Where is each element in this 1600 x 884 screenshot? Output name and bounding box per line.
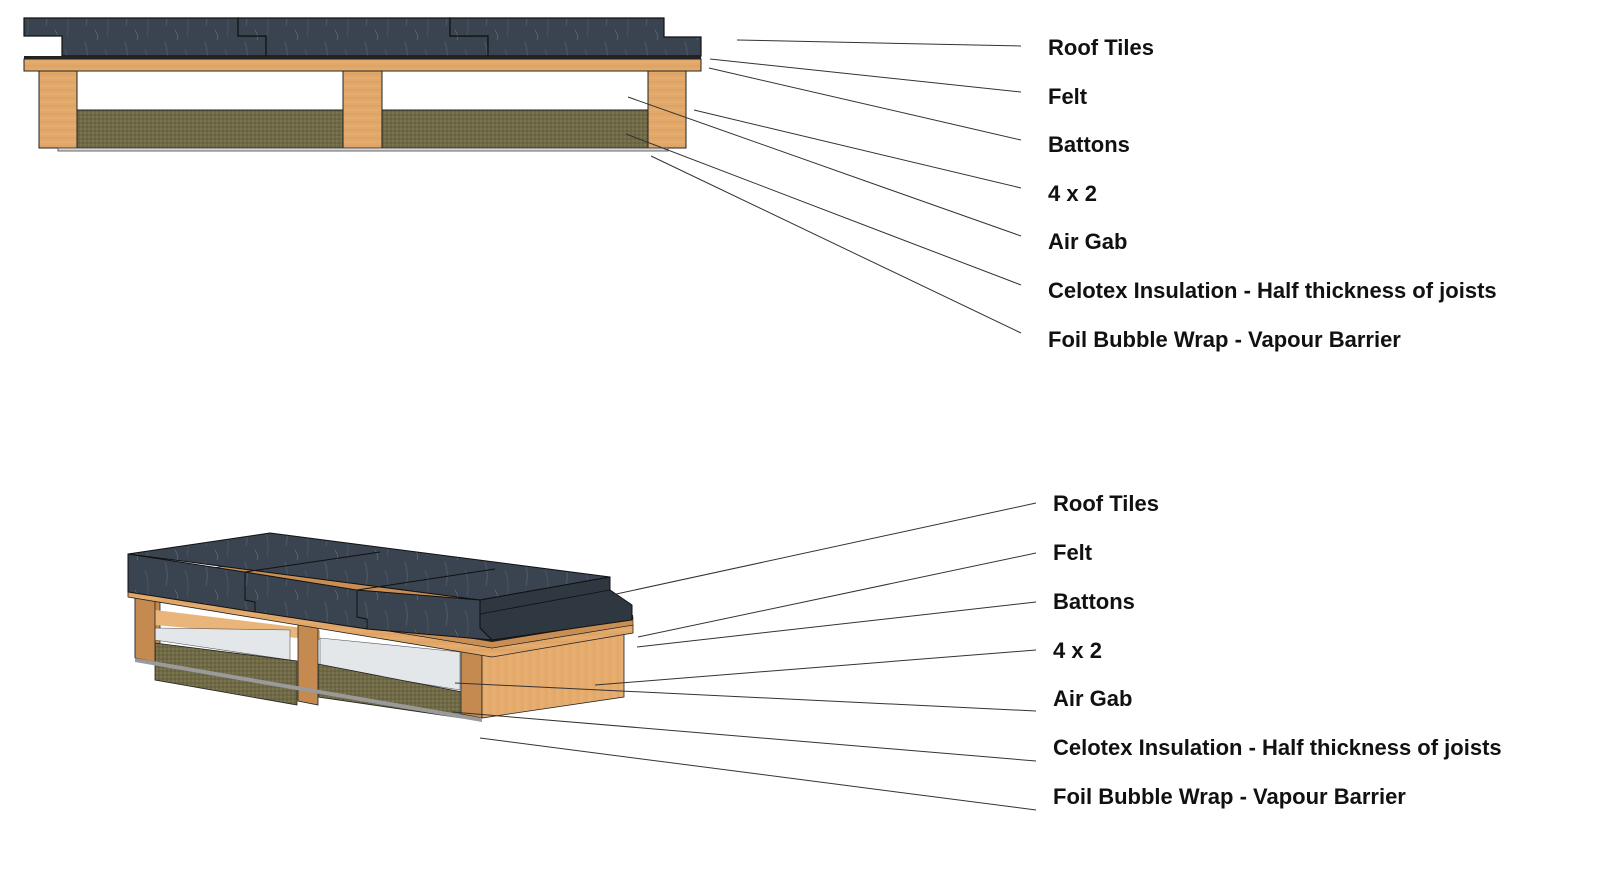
section-tile-1 — [23, 17, 267, 57]
iso-joist-1-front — [134, 597, 156, 663]
section-felt — [24, 56, 701, 59]
leader-line-battons — [708, 67, 1022, 141]
section-label-vapour-barrier: Foil Bubble Wrap - Vapour Barrier — [1048, 327, 1401, 352]
leader-line-4x2 — [693, 109, 1022, 189]
iso-vapour-barrier — [135, 658, 482, 722]
iso-air-gap-2 — [319, 637, 461, 691]
leader-line-vapour-barrier — [650, 155, 1022, 334]
section-label-battons: Battons — [1048, 132, 1130, 157]
iso-leader-line-vapour-barrier — [479, 737, 1037, 811]
section-insulation-right — [381, 109, 649, 149]
iso-label-roof-tiles: Roof Tiles — [1053, 491, 1159, 516]
iso-tile-step-edge — [479, 589, 611, 615]
section-joist-2 — [342, 70, 383, 149]
section-label-roof-tiles: Roof Tiles — [1048, 35, 1154, 60]
section-label-felt: Felt — [1048, 84, 1088, 109]
section-joist-1 — [38, 70, 78, 149]
section-tile-3 — [449, 17, 702, 57]
section-label-insulation: Celotex Insulation - Half thickness of j… — [1048, 278, 1497, 303]
iso-label-vapour-barrier: Foil Bubble Wrap - Vapour Barrier — [1053, 784, 1406, 809]
section-battons — [23, 58, 702, 72]
section-view — [23, 17, 702, 152]
iso-tile-joint-2 — [356, 568, 496, 591]
iso-leader-line-air-gap — [454, 682, 1037, 712]
iso-tile-joint-1 — [244, 551, 381, 573]
leader-line-felt — [709, 58, 1022, 93]
section-joist-3 — [647, 70, 687, 149]
section-leader-lines — [625, 39, 1022, 334]
iso-label-felt: Felt — [1053, 540, 1093, 565]
iso-leader-line-insulation — [451, 711, 1037, 762]
iso-label-insulation: Celotex Insulation - Half thickness of j… — [1053, 735, 1502, 760]
leader-line-air-gap — [627, 96, 1022, 237]
isometric-leader-lines — [451, 502, 1037, 811]
iso-leader-line-battons — [636, 601, 1037, 648]
iso-label-battons: Battons — [1053, 589, 1135, 614]
isometric-view — [127, 532, 634, 722]
section-label-air-gap: Air Gab — [1048, 229, 1128, 254]
iso-leader-line-4x2 — [594, 649, 1037, 686]
section-insulation-left — [76, 109, 344, 149]
leader-line-roof-tiles — [736, 39, 1022, 47]
section-roof-tiles — [23, 17, 702, 57]
iso-leader-line-roof-tiles — [606, 502, 1037, 597]
iso-label-air-gap: Air Gab — [1053, 686, 1133, 711]
section-label-4x2: 4 x 2 — [1048, 181, 1097, 206]
leader-line-insulation — [625, 133, 1022, 286]
section-vapour-barrier — [57, 147, 669, 152]
iso-label-4x2: 4 x 2 — [1053, 638, 1102, 663]
iso-leader-line-felt — [637, 552, 1037, 638]
